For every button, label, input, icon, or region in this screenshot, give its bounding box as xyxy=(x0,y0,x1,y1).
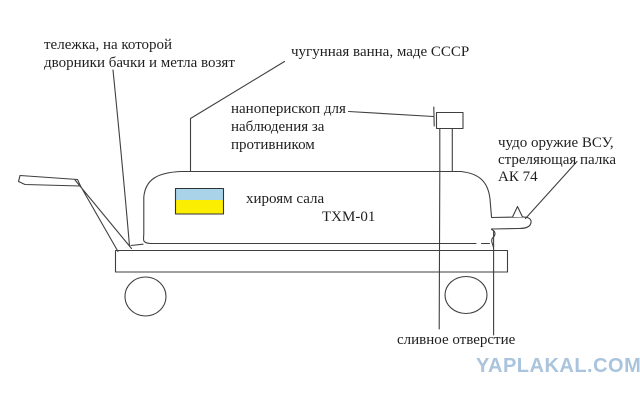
drain-spout-curl xyxy=(490,228,496,249)
cart-label: тележка, на которой дворники бачки и мет… xyxy=(44,37,235,71)
bathtub-left-side xyxy=(142,170,182,245)
periscope-label: наноперископ для наблюдения за противник… xyxy=(231,101,346,153)
flag-border xyxy=(174,187,225,215)
periscope xyxy=(433,106,464,172)
ak74-sight xyxy=(511,205,524,218)
ak74-stick xyxy=(490,205,532,230)
weapon-label: чудо оружие ВСУ, стреляющая палка АК 74 xyxy=(498,135,617,185)
periscope-tube xyxy=(439,127,453,172)
flag-caption: хироям сала xyxy=(246,191,325,207)
drain-label: сливное отверстие xyxy=(397,332,516,348)
leader-cart xyxy=(112,69,131,247)
cart-wheel-left xyxy=(124,276,167,317)
model-caption: ТХМ-01 xyxy=(322,209,376,225)
ak74-barrel xyxy=(490,216,532,230)
bathtub-right-side xyxy=(460,170,493,218)
bathtub-label: чугунная ванна, маде СССР xyxy=(291,44,470,60)
leader-weapon xyxy=(524,160,578,220)
leader-drain-left xyxy=(438,170,441,330)
bathtub-bottom-edge xyxy=(130,242,491,247)
cart-wheel-right xyxy=(444,275,488,315)
periscope-head xyxy=(435,111,464,130)
leader-periscope xyxy=(347,110,435,118)
leader-lines xyxy=(112,60,578,336)
cart-handle xyxy=(17,174,82,187)
ukraine-flag-icon xyxy=(174,187,225,215)
site-watermark: YAPLAKAL.COM xyxy=(476,355,640,377)
cart-strut xyxy=(74,179,133,253)
cart xyxy=(17,174,509,317)
cart-platform xyxy=(114,249,509,273)
bathtub-outline xyxy=(130,170,496,249)
leader-bathtub xyxy=(189,60,286,172)
flag-blue-stripe xyxy=(175,188,224,200)
flag-yellow-stripe xyxy=(175,200,224,214)
